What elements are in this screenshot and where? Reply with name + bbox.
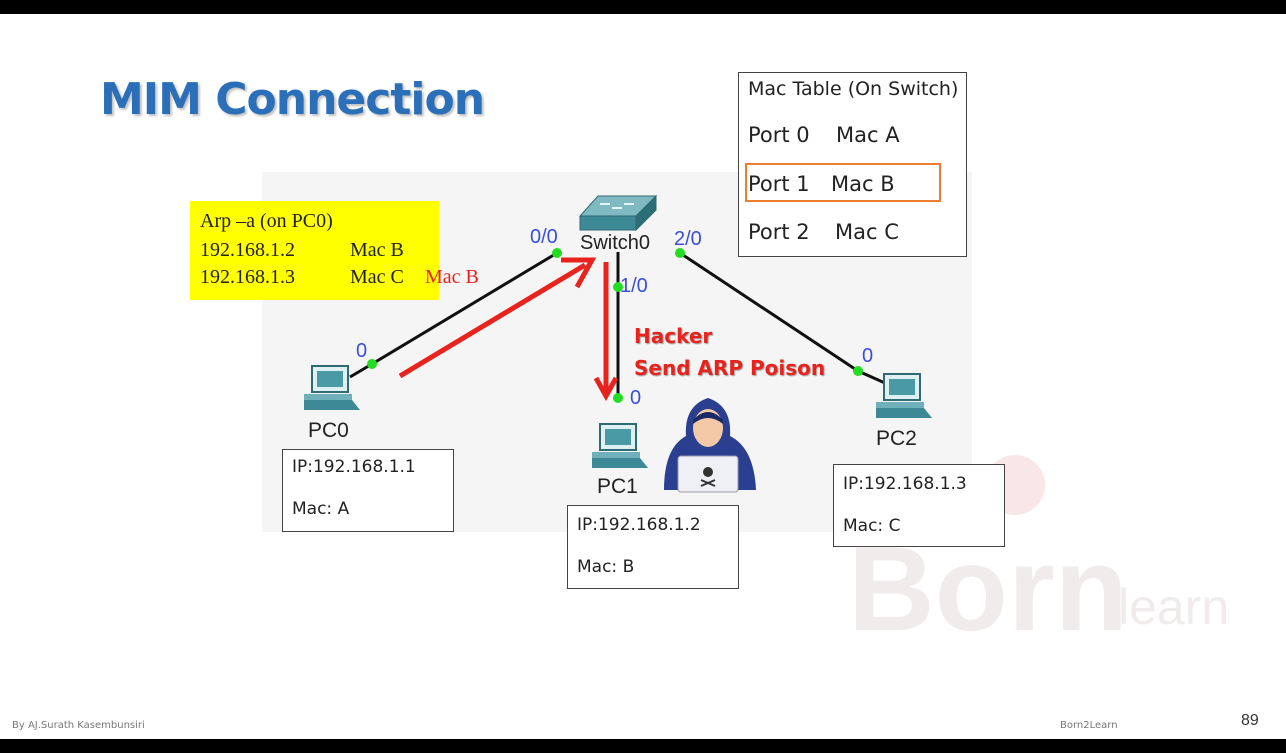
pc0-mac: Mac: A [292, 499, 350, 519]
mac-row-mac: Mac B [831, 172, 895, 196]
link-pc2-switch [679, 251, 859, 373]
pc2-info-box: IP:192.168.1.3 Mac: C [833, 464, 1005, 547]
pc0-label: PC0 [308, 419, 349, 442]
arp-header: Arp –a (on PC0) [200, 210, 333, 232]
pc1-ip: IP:192.168.1.2 [577, 515, 701, 535]
slide-title: MIM Connection [100, 74, 485, 125]
footer-brand: Born2Learn [1060, 720, 1118, 731]
hacker-action: Send ARP Poison [634, 356, 826, 380]
footer-author: By AJ.Surath Kasembunsiri [12, 720, 145, 731]
attack-arrow-pc0-switch [398, 257, 597, 379]
bottom-bar [0, 739, 1286, 753]
pc1-label: PC1 [597, 475, 638, 498]
pc1-mac: Mac: B [577, 557, 635, 577]
arp-table: Arp –a (on PC0) 192.168.1.2 Mac B 192.16… [190, 201, 439, 300]
pc-icon [592, 423, 648, 468]
link-dot [853, 366, 863, 376]
hacker-title: Hacker [634, 324, 713, 348]
link-pc0-switch [371, 251, 558, 366]
page-number: 89 [1241, 712, 1259, 729]
link-dot [675, 248, 685, 258]
port-label: 0/0 [530, 226, 558, 248]
pc-icon [304, 365, 360, 410]
skull-icon [700, 467, 716, 487]
arp-row-mac: Mac B [350, 239, 404, 261]
pc2-ip: IP:192.168.1.3 [843, 474, 967, 494]
mac-table: Mac Table (On Switch) Port 0 Mac A Port … [738, 72, 967, 257]
mac-table-header: Mac Table (On Switch) [748, 78, 959, 100]
arp-row-mac-struck: Mac C [350, 266, 404, 288]
port-label: 0 [356, 340, 368, 362]
pc0-info-box: IP:192.168.1.1 Mac: A [282, 449, 454, 532]
pc0-ip: IP:192.168.1.1 [292, 457, 416, 477]
attack-arrow-switch-pc1 [593, 262, 619, 402]
link-dot [613, 393, 623, 403]
pc1-info-box: IP:192.168.1.2 Mac: B [567, 505, 739, 589]
top-bar [0, 0, 1286, 14]
arp-row-ip: 192.168.1.3 [200, 266, 295, 288]
pc2-mac: Mac: C [843, 516, 901, 536]
port-label: 2/0 [674, 228, 702, 250]
arp-row-ip: 192.168.1.2 [200, 239, 295, 261]
pc2-label: PC2 [876, 427, 917, 450]
port-label: 1/0 [620, 275, 648, 297]
port-label: 0 [862, 345, 874, 367]
link-dot [367, 359, 377, 369]
mac-row-mac: Mac A [836, 123, 900, 147]
switch-icon [578, 194, 658, 232]
port-label: 0 [630, 387, 642, 409]
pc-icon [876, 373, 932, 418]
mac-row-mac: Mac C [835, 220, 899, 244]
switch-label: Switch0 [580, 232, 651, 254]
link-dot [552, 248, 562, 258]
link-dot [613, 282, 623, 292]
watermark-learn: learn [1118, 579, 1230, 635]
arp-replacement-mac: Mac B [425, 266, 479, 288]
mac-row-port: Port 1 [748, 172, 810, 196]
mac-table-highlight [745, 163, 941, 202]
mac-row-port: Port 0 [748, 123, 810, 147]
hacker-label: Hacker Send ARP Poison [634, 320, 825, 384]
hacker-icon [664, 398, 756, 493]
mac-row-port: Port 2 [748, 220, 810, 244]
